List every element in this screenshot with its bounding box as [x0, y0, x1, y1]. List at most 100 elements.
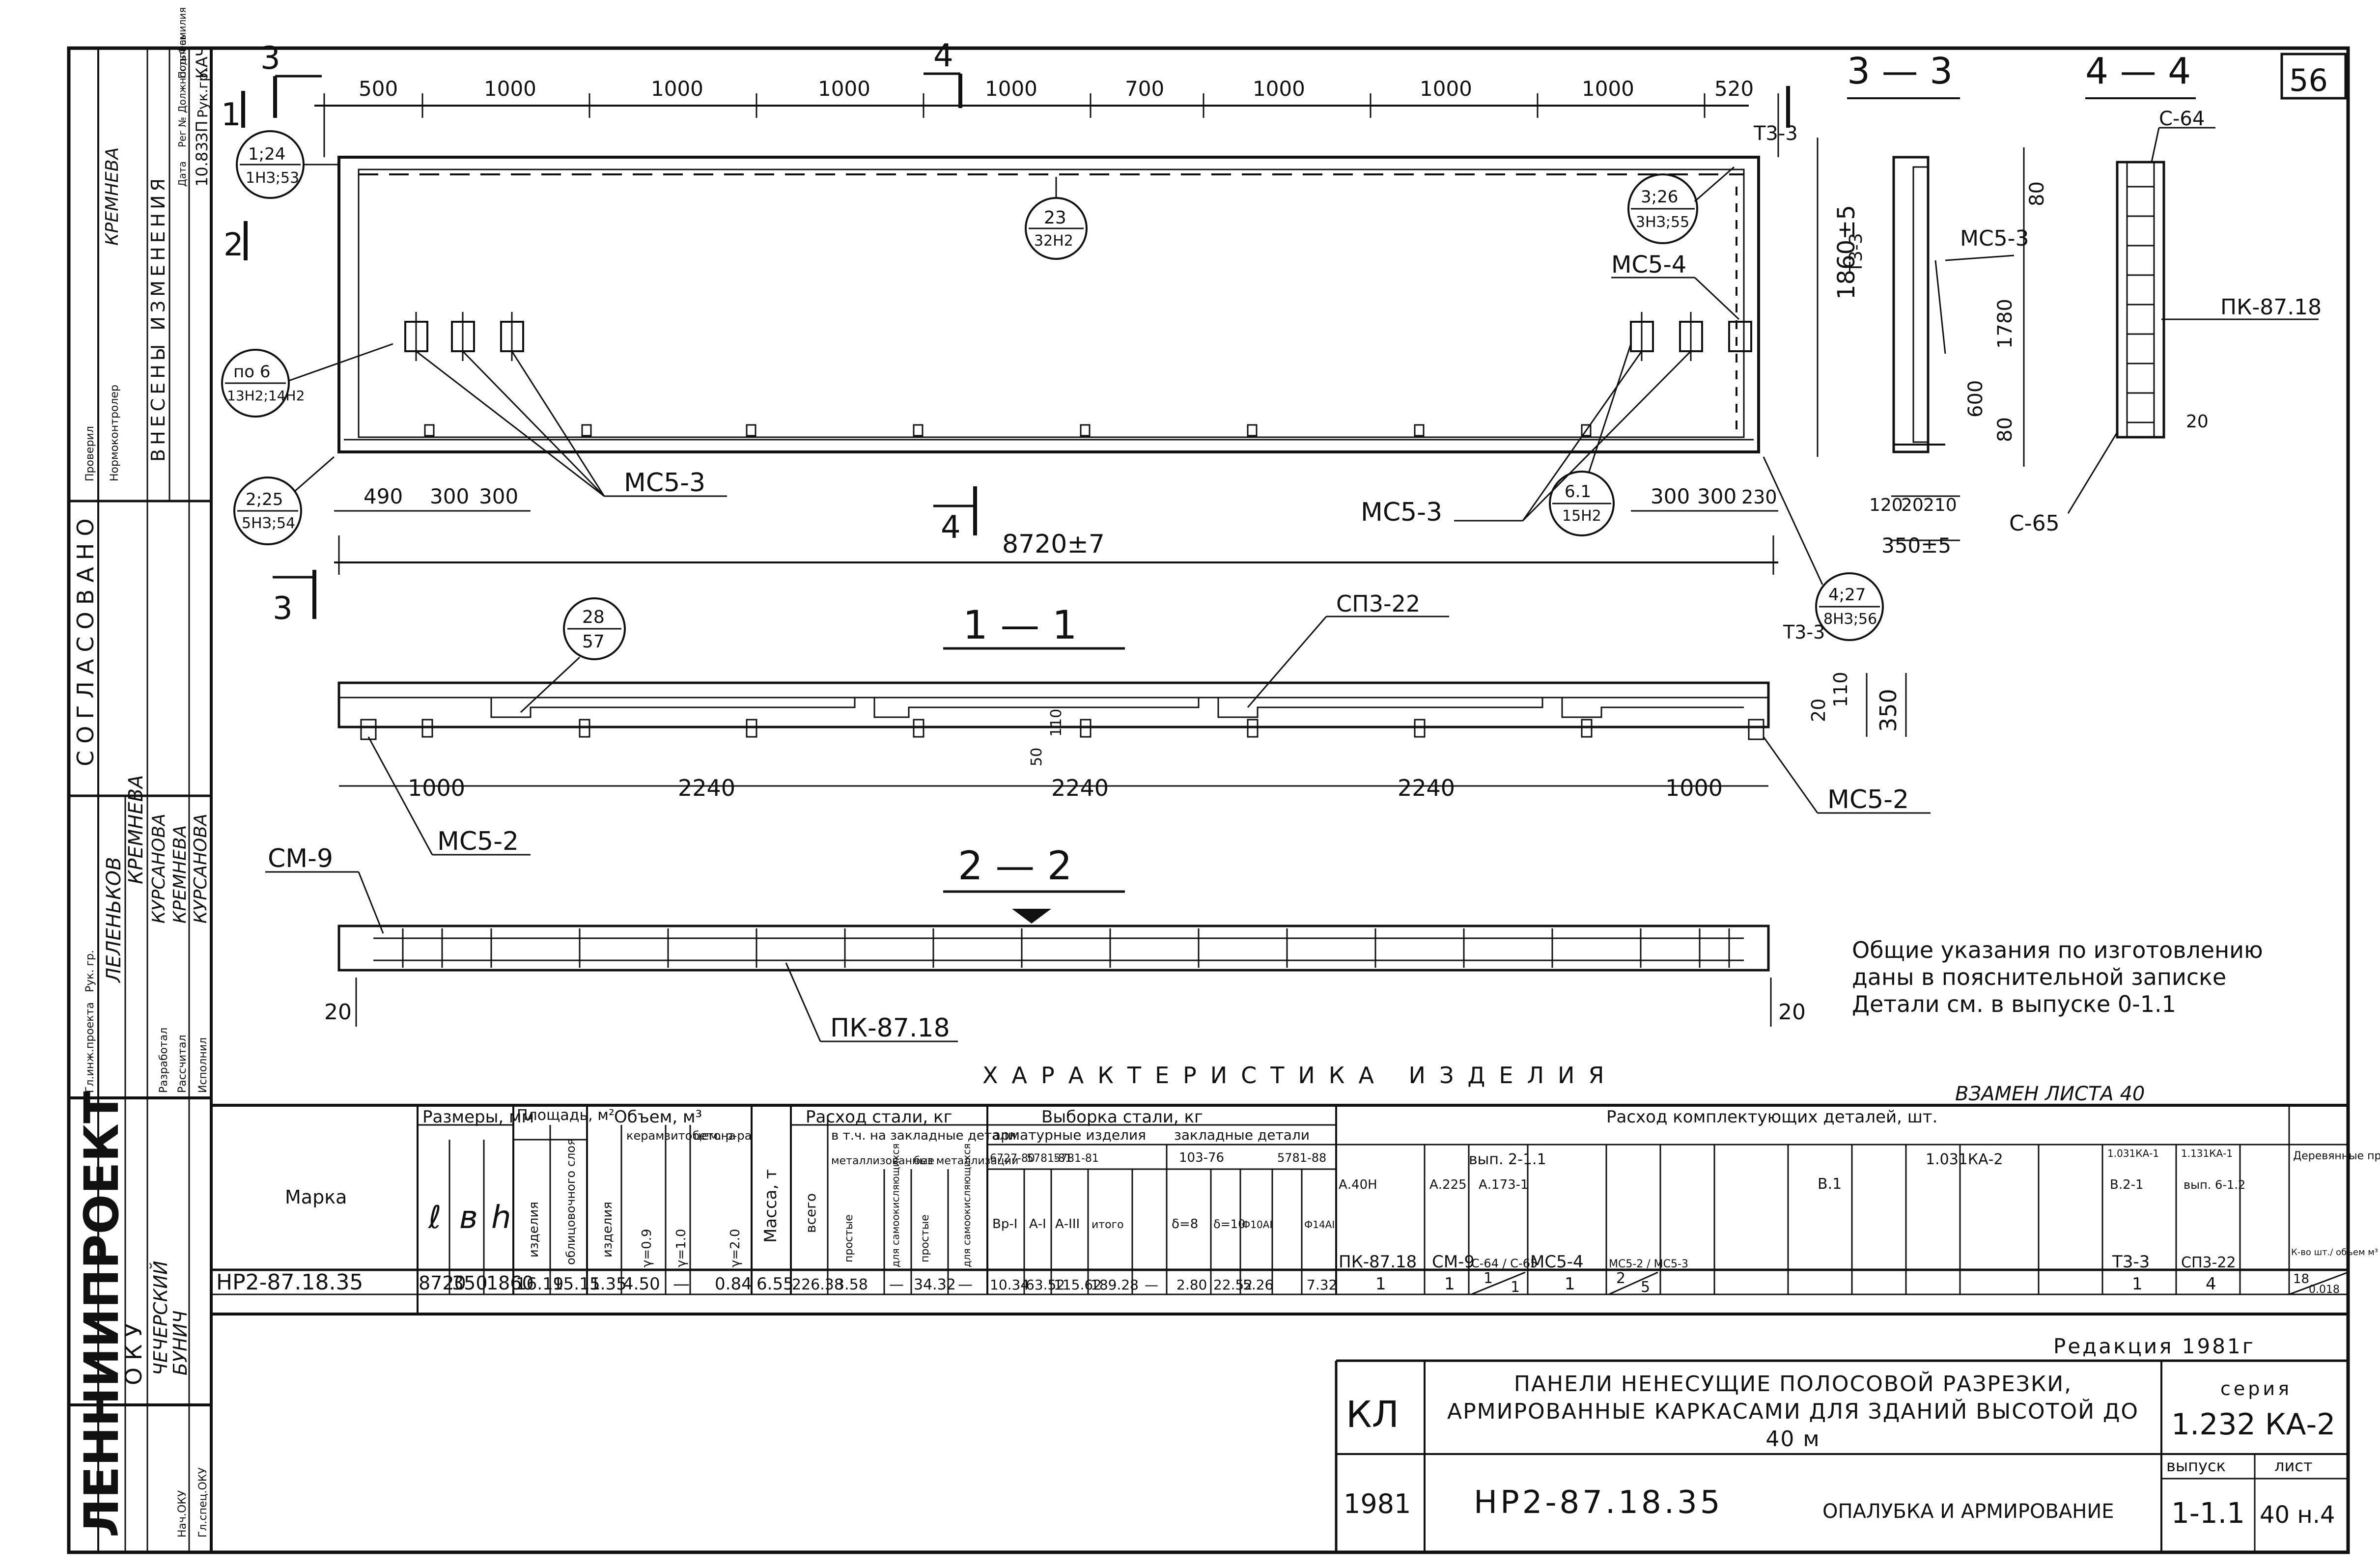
- comp-col-8: К-во шт./ объем м³: [2291, 1247, 2378, 1258]
- sel-col-8: Ф14АI: [1304, 1219, 1335, 1231]
- stamp-role-1: Гл.инж.проекта: [84, 1002, 96, 1093]
- callout-bubble-5: 2;25 5НЗ;54: [233, 456, 335, 545]
- top-dim-1: 500: [359, 77, 398, 101]
- stamp-name-4: КРЕМНЕВА: [170, 825, 190, 924]
- row-b: 350: [452, 1272, 488, 1294]
- svg-text:4;27: 4;27: [1828, 585, 1866, 605]
- bottom-dim-left-3: 300: [479, 484, 518, 508]
- sel-col-5: δ=8: [1172, 1217, 1198, 1232]
- svg-text:3НЗ;55: 3НЗ;55: [1636, 214, 1689, 231]
- comp-col-3: С-64 / С-65: [1471, 1257, 1538, 1270]
- label-pk-87-18: ПК-87.18: [2220, 295, 2322, 320]
- row-mass: 6.55: [756, 1274, 794, 1294]
- comp-issue-2: 1.031КА-2: [1926, 1151, 2003, 1168]
- sel-col-4: итого: [1092, 1219, 1124, 1231]
- header-volume: Объем, м³: [614, 1107, 702, 1127]
- stamp-role-9: Нормоконтролер: [109, 385, 121, 481]
- bottom-dim-right-2: 300: [1697, 484, 1736, 508]
- svg-text:32Н2: 32Н2: [1034, 232, 1073, 250]
- row-c65: 1: [1511, 1279, 1520, 1296]
- stamp-role-4: Рассчитал: [176, 1035, 189, 1093]
- label-ms5-3-right: МС5-3: [1361, 498, 1442, 527]
- top-dim-8: 1000: [1420, 77, 1472, 101]
- dim-3-3-1780: 1780: [1994, 299, 2016, 349]
- label-pk-87-18-2: ПК-87.18: [830, 1013, 950, 1043]
- svg-text:1: 1: [221, 97, 241, 133]
- label-ms5-2-right: МС5-2: [1827, 785, 1909, 814]
- change-position: Рук.гр.: [195, 68, 211, 118]
- change-col-2: Рег №: [176, 117, 188, 147]
- header-steel-s2: для самоокисляющихся: [890, 1144, 901, 1267]
- dim-1-1-side-350: 350: [1875, 689, 1902, 732]
- stamp-changes: ВНЕСЕНЫ ИЗМЕНЕНИЯ: [147, 174, 169, 462]
- stamp-name-3: КУРСАНОВА: [149, 813, 169, 924]
- row-d8: —: [1145, 1277, 1158, 1293]
- table-row: НР2-87.18.35 8720 350 1860 16.19 15.11 5…: [216, 1270, 2349, 1296]
- panel-elevation: 500 1000 1000 1000 1000 700 1000 1000 10…: [221, 38, 1884, 641]
- header-steel-nonmetal: без металлизации: [914, 1155, 1018, 1167]
- row-a1: 63.52: [1026, 1277, 1065, 1293]
- section-2-2-profile: [337, 924, 1770, 972]
- title-issue-label: выпуск: [2166, 1456, 2226, 1475]
- svg-text:1;24: 1;24: [248, 144, 285, 164]
- gost-5: 103-76: [1179, 1150, 1224, 1165]
- sheet-frame: [67, 46, 2350, 1554]
- comp-issue-3: 1.031КА-1: [2107, 1148, 2159, 1159]
- stamp-role-5: Исполнил: [197, 1037, 209, 1093]
- callout-bubble-3: 3;26 3НЗ;55: [1627, 166, 1735, 244]
- svg-text:23: 23: [1044, 208, 1066, 228]
- gost-3: 5781-81: [1054, 1152, 1099, 1165]
- bottom-dim-right-1: 300: [1651, 484, 1690, 508]
- comp-issue-1: вып. 2-1.1: [1469, 1151, 1546, 1168]
- row-c64: 1: [1484, 1270, 1493, 1287]
- svg-text:2;25: 2;25: [246, 490, 283, 509]
- row-vol-ker: 4.50: [623, 1274, 660, 1294]
- header-mark: Марка: [285, 1186, 347, 1208]
- title-sheet-title: ОПАЛУБКА И АРМИРОВАНИЕ: [1822, 1500, 2114, 1523]
- callout-bubble-6: 6.1 15Н2: [1549, 343, 1632, 536]
- title-block: КЛ 1981 ПАНЕЛИ НЕНЕСУЩИЕ ПОЛОСОВОЙ РАЗРЕ…: [1335, 1359, 2348, 1552]
- comp-col-6: Т3-3: [2112, 1252, 2150, 1272]
- change-col-1: Дата: [176, 161, 188, 187]
- header-selection: Выборка стали, кг: [1041, 1107, 1203, 1127]
- section-2-2-title: 2 — 2: [958, 843, 1072, 889]
- dim-1-1-small-50: 50: [1028, 748, 1045, 766]
- label-t3-3-section: Т3-3: [1783, 621, 1825, 643]
- sheet-number-box: [2280, 53, 2347, 100]
- top-dim-9: 1000: [1582, 77, 1634, 101]
- stamp-oku: О К У: [120, 1323, 147, 1385]
- dim-3-3-600: 600: [1964, 380, 1987, 418]
- header-volume-item: изделия: [600, 1202, 615, 1258]
- label-c65: С-65: [2009, 511, 2060, 536]
- dim-1-1-4: 2240: [1398, 775, 1455, 801]
- comp-col-1: ПК-87.18: [1339, 1252, 1417, 1272]
- row-vol-ker2: —: [673, 1274, 690, 1294]
- comp-sub-3: А.173-1: [1479, 1177, 1529, 1192]
- gost-2: 5781-81: [1027, 1152, 1072, 1165]
- comp-issue-5: Деревянные пробки: [2293, 1150, 2380, 1162]
- dim-3-3-80: 80: [2026, 181, 2048, 206]
- row-steel-simple: 3.58: [835, 1276, 868, 1293]
- header-steel: Расход стали, кг: [806, 1107, 952, 1127]
- row-l: 8720: [419, 1272, 466, 1294]
- label-sm-9: СМ-9: [268, 844, 333, 873]
- dim-1-1-5: 1000: [1665, 775, 1723, 801]
- row-plugs: 18: [2293, 1272, 2309, 1287]
- stamp-name-8: КРЕМНЕВА: [102, 147, 122, 246]
- stamp-name-7: БУНИЧ: [169, 1311, 191, 1375]
- t3-3-mark: Т3-3: [1846, 233, 1866, 273]
- svg-text:5НЗ;54: 5НЗ;54: [242, 515, 295, 532]
- note-line-1: Общие указания по изготовлению: [1852, 937, 2263, 963]
- header-gamma-3: γ=2.0: [728, 1229, 743, 1267]
- comp-sub-5: В.2-1: [2110, 1177, 2144, 1192]
- comp-sub-2: А.225: [1429, 1177, 1467, 1192]
- dim-4-4-20: 20: [2186, 412, 2209, 432]
- section-4-4-title: 4 — 4: [2085, 50, 2191, 92]
- row-area-clad: 15.11: [553, 1274, 600, 1294]
- section-4-4: 4 — 4 С-64 ПК-87.18 С-65 20: [2009, 50, 2322, 536]
- header-sizes: Размеры, мм: [422, 1107, 534, 1127]
- header-steel-embedded: в т.ч. на закладные детали: [831, 1128, 1016, 1143]
- callout-bubble-2: 23 32Н2: [1025, 177, 1088, 260]
- comp-col-2: СМ-9: [1432, 1252, 1475, 1272]
- label-t3-3-top: Т3-3: [1753, 122, 1798, 145]
